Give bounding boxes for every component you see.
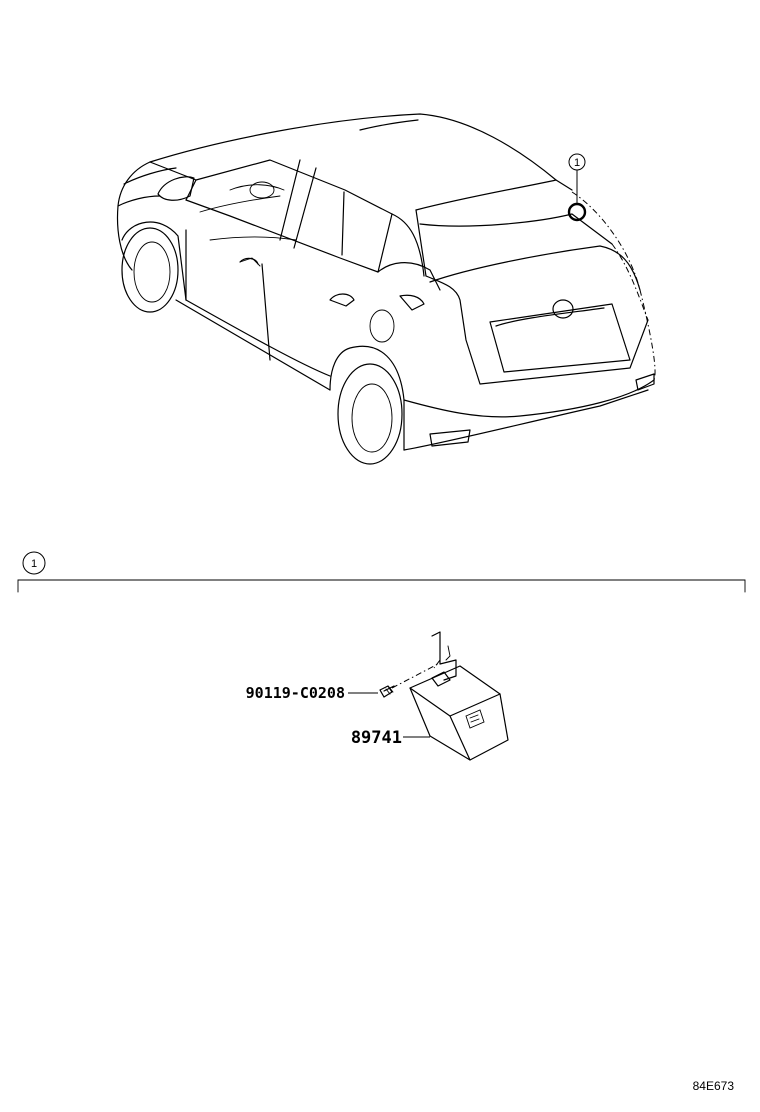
figure-code: 84E673 [693, 1079, 735, 1093]
mounting-bracket [431, 631, 457, 681]
bolt-icon [379, 685, 395, 698]
detail-view: 90119-C0208 89741 [246, 631, 509, 761]
section-number: 1 [31, 558, 37, 570]
part-label-bolt: 90119-C0208 [246, 684, 345, 702]
vehicle-callout-number: 1 [574, 157, 580, 169]
component-location-ring [567, 202, 587, 222]
part-label-computer: 89741 [351, 728, 402, 748]
vehicle-illustration [116, 113, 656, 465]
section-header: 1 [17, 551, 746, 593]
vehicle-callout: 1 [567, 153, 587, 222]
computer-unit-icon [409, 665, 509, 761]
